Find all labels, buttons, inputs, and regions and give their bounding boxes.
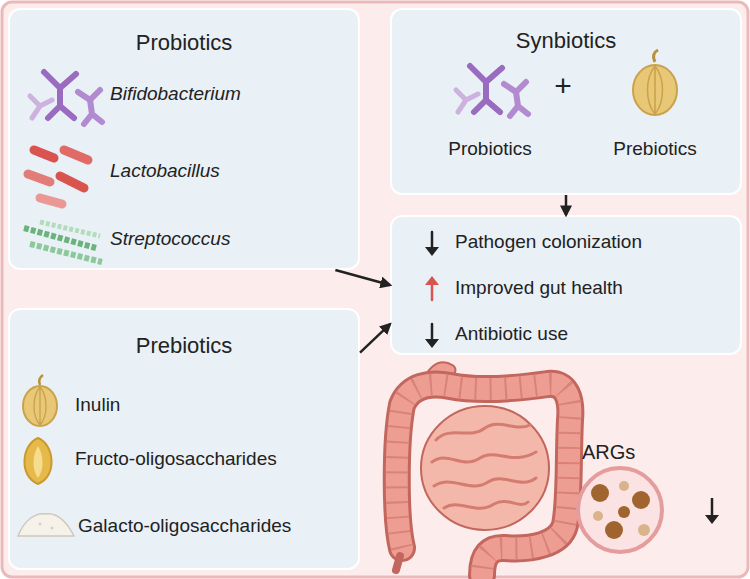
bacterium-shape	[44, 72, 76, 118]
appendix	[396, 556, 400, 570]
gene-dot	[632, 491, 650, 509]
bacterium-shape	[78, 90, 102, 124]
down-arrow	[431, 232, 434, 250]
gut-tube	[428, 368, 450, 388]
bacterium-rod	[64, 150, 88, 160]
compound-name: Galacto-oligosaccharides	[78, 515, 291, 538]
category-box: ProbioticsBifidobacteriumLactobacillusSt…	[8, 8, 360, 270]
inulin-icon	[23, 375, 57, 426]
powder-grain	[51, 527, 54, 530]
flow-arrow	[335, 270, 390, 285]
gene-dot	[618, 506, 630, 518]
up-arrow-head	[425, 276, 439, 285]
effect-arrows	[425, 232, 439, 348]
seed-shape	[24, 438, 51, 484]
bacterium-chain	[24, 228, 96, 248]
gene-dot	[593, 511, 603, 521]
component-label: Probiotics	[430, 138, 550, 161]
bacterium-rod	[28, 174, 50, 182]
down-arrow-head	[425, 339, 439, 348]
genus-name: Bifidobacterium	[110, 83, 241, 106]
intestine-folds	[432, 424, 536, 508]
gene-dot	[605, 521, 623, 539]
onion-sprout	[39, 375, 43, 385]
flow-arrow	[360, 324, 390, 352]
component-label: Prebiotics	[595, 138, 715, 161]
genus-name: Lactobacillus	[110, 160, 220, 183]
decrease-arrow	[705, 498, 719, 524]
bacterium-rod	[60, 176, 84, 188]
args-label: ARGs	[582, 440, 635, 464]
bacterium-chain	[30, 244, 102, 262]
gut-tube	[428, 368, 450, 388]
down-arrow	[711, 498, 714, 518]
gut-illustration	[396, 368, 570, 575]
gos-icon	[18, 514, 74, 536]
compound-name: Fructo-oligosaccharides	[75, 448, 277, 471]
flow-arrow	[565, 195, 568, 215]
onion-lines	[648, 66, 663, 114]
up-arrow	[431, 282, 434, 300]
prebiotics-icon	[633, 50, 677, 115]
small-intestine	[421, 406, 549, 530]
effect-text: Improved gut health	[455, 277, 623, 300]
probiotics-icon	[456, 66, 528, 116]
fos-icon	[24, 438, 51, 484]
streptococcus-icon	[24, 222, 102, 262]
box-heading: Probiotics	[8, 30, 360, 56]
bifidobacterium-icon	[30, 72, 102, 124]
powder-pile	[18, 514, 74, 536]
gene-dot	[638, 524, 650, 536]
effect-text: Pathogen colonization	[455, 231, 642, 254]
onion-bulb	[633, 65, 677, 115]
down-arrow-head	[425, 247, 439, 256]
compound-name: Inulin	[75, 394, 120, 417]
bacterium-rod	[34, 150, 54, 158]
bacterium-shape	[456, 90, 478, 112]
bacterium-shape	[470, 66, 502, 112]
lactobacillus-icon	[28, 150, 88, 204]
powder-grain	[39, 523, 42, 526]
seed-inner	[34, 446, 43, 478]
effect-text: Antibiotic use	[455, 323, 568, 346]
down-arrow-head	[705, 515, 719, 524]
bacterium-shape	[504, 82, 528, 116]
gene-dot	[591, 484, 609, 502]
bacterium-shape	[30, 96, 52, 118]
args-circle	[578, 468, 662, 552]
large-intestine	[397, 384, 571, 575]
genus-name: Streptococcus	[110, 228, 230, 251]
large-intestine-segments	[397, 384, 571, 575]
gene-dot	[619, 481, 629, 491]
onion-bulb	[23, 386, 57, 426]
effects-box: Pathogen colonizationImproved gut health…	[390, 215, 742, 355]
onion-lines	[34, 387, 46, 425]
large-intestine-outline	[397, 384, 571, 575]
category-box: SynbioticsProbiotics + Prebiotics	[390, 8, 742, 195]
category-box: PrebioticsInulinFructo-oligosaccharidesG…	[8, 308, 360, 570]
args-icon	[578, 468, 662, 552]
plus-sign: +	[548, 68, 578, 104]
bacterium-chain	[40, 222, 100, 236]
box-heading: Prebiotics	[8, 333, 360, 359]
onion-sprout	[654, 50, 658, 62]
down-arrow	[431, 324, 434, 342]
bacterium-rod	[40, 198, 62, 204]
box-heading: Synbiotics	[390, 28, 742, 54]
